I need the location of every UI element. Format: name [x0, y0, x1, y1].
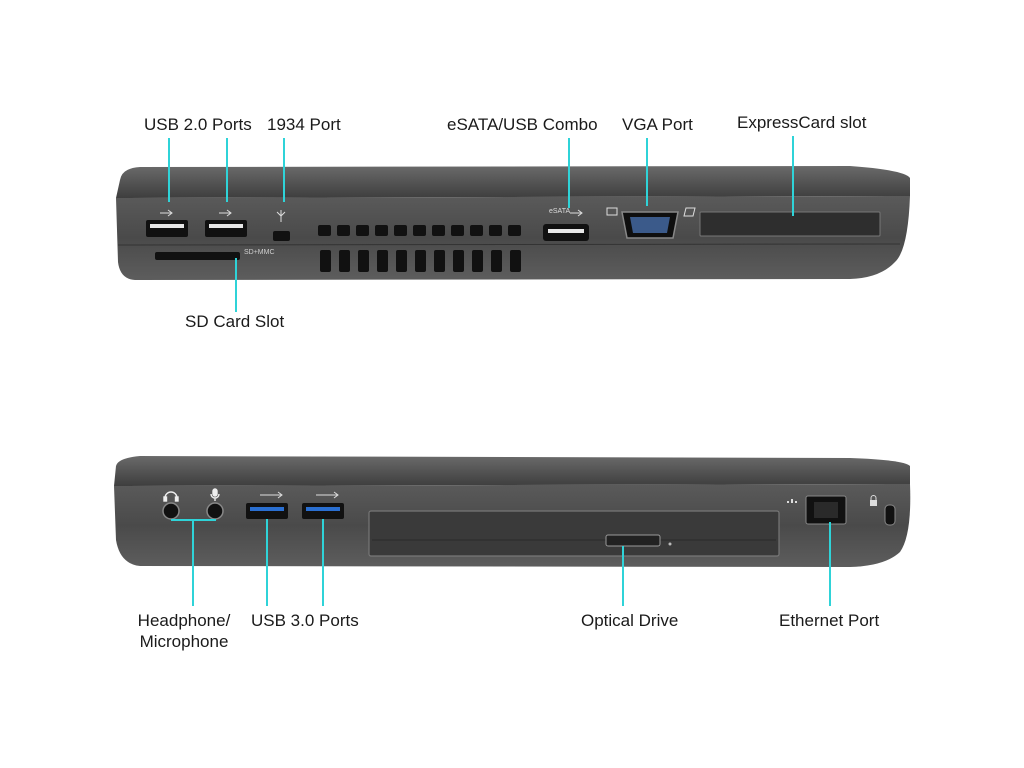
firewire-icon — [276, 210, 286, 222]
callout-1394 — [283, 138, 285, 202]
callout-usb3-2 — [322, 519, 324, 606]
label-expresscard-slot: ExpressCard slot — [737, 113, 867, 132]
label-headphone-line: Headphone/ — [137, 611, 231, 630]
laptop-lid — [116, 166, 910, 198]
security-lock-slot — [884, 504, 896, 526]
marking-sd-mmc: SD+MMC — [244, 249, 275, 256]
vga-icon — [606, 207, 618, 216]
laptop-lid-2 — [114, 456, 910, 486]
optical-drive — [368, 510, 780, 557]
callout-usb2-2 — [226, 138, 228, 202]
label-esata-usb-combo: eSATA/USB Combo — [447, 115, 598, 134]
network-icon — [787, 499, 797, 503]
expresscard-icon — [683, 207, 696, 217]
usb2-port-2 — [205, 220, 247, 237]
firewire-port — [273, 231, 290, 241]
microphone-icon — [210, 488, 220, 501]
lock-icon — [870, 495, 877, 506]
usb3-icon — [260, 491, 339, 499]
label-ethernet-port: Ethernet Port — [779, 611, 880, 630]
sd-card-slot — [155, 252, 240, 260]
callout-usb2-1 — [168, 138, 170, 202]
callout-vga — [646, 138, 648, 206]
callout-audio-bar — [171, 519, 216, 521]
label-optical-drive: Optical Drive — [581, 611, 679, 630]
headphone-jack — [162, 502, 180, 520]
expresscard-slot — [699, 211, 881, 237]
label-microphone-line: Microphone — [139, 632, 229, 651]
eject-button — [605, 534, 661, 547]
label-usb2-ports: USB 2.0 Ports — [144, 115, 252, 134]
usb-icon — [570, 209, 583, 217]
callout-esata — [568, 138, 570, 208]
marking-esata: eSATA — [549, 208, 571, 215]
headphone-icon — [163, 491, 179, 502]
vent-grille — [318, 225, 521, 272]
callout-ethernet — [829, 522, 831, 606]
callout-usb3-1 — [266, 519, 268, 606]
label-usb3-ports: USB 3.0 Ports — [251, 611, 359, 630]
label-1394-port: 1934 Port — [267, 115, 341, 134]
usb-icon — [160, 209, 232, 217]
label-vga-port: VGA Port — [622, 115, 693, 134]
microphone-jack — [206, 502, 224, 520]
callout-sdcard — [235, 258, 237, 312]
callout-optical — [622, 546, 624, 606]
callout-audio — [192, 520, 194, 606]
callout-expresscard — [792, 136, 794, 216]
usb2-port-1 — [146, 220, 188, 237]
label-sd-card-slot: SD Card Slot — [185, 312, 285, 331]
label-headphone-microphone: Headphone/ Microphone — [128, 610, 240, 652]
